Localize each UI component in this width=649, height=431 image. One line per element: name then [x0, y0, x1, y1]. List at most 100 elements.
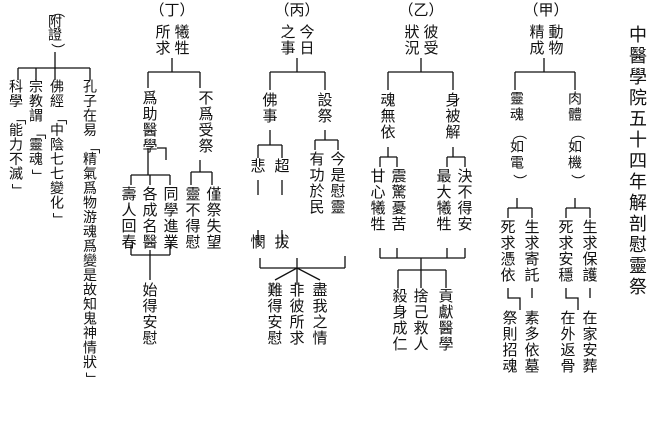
- svg-text:憑: 憑: [500, 250, 515, 268]
- svg-text:孔: 孔: [83, 80, 97, 96]
- svg-text:七: 七: [50, 167, 64, 183]
- svg-text:甘: 甘: [370, 167, 385, 185]
- svg-text:教: 教: [29, 94, 43, 110]
- svg-text:人: 人: [121, 201, 136, 219]
- svg-text:剖: 剖: [629, 214, 647, 235]
- node-jia-soul: 靈魂（如電）: [510, 92, 526, 188]
- branch-heading-yi-2: 狀況: [404, 23, 419, 57]
- svg-text:爲: 爲: [83, 239, 97, 255]
- svg-text:）: ）: [48, 43, 64, 57]
- svg-text:慰: 慰: [142, 329, 157, 347]
- svg-text:我: 我: [312, 297, 327, 315]
- svg-text:學: 學: [142, 137, 157, 155]
- svg-text:求: 求: [582, 234, 597, 252]
- svg-text:四: 四: [629, 151, 647, 172]
- svg-text:外: 外: [560, 325, 575, 343]
- svg-text:游: 游: [83, 210, 97, 226]
- svg-text:謂: 謂: [29, 109, 43, 125]
- svg-text:七: 七: [50, 152, 64, 168]
- svg-text:今: 今: [299, 23, 314, 41]
- svg-text:苦: 苦: [391, 215, 406, 233]
- svg-text:慰: 慰: [330, 182, 345, 200]
- svg-text:牲: 牲: [370, 215, 385, 233]
- svg-text:春: 春: [121, 233, 136, 251]
- node-yi-soul: 魂無依: [380, 91, 395, 141]
- svg-text:得: 得: [142, 297, 157, 315]
- svg-text:最: 最: [436, 167, 451, 185]
- svg-text:護: 護: [582, 266, 597, 284]
- svg-text:牲: 牲: [174, 39, 189, 57]
- svg-text:犧: 犧: [436, 199, 451, 217]
- svg-text:大: 大: [436, 183, 451, 201]
- svg-text:（: （: [568, 126, 584, 140]
- svg-text:事: 事: [262, 107, 277, 125]
- svg-text:非: 非: [289, 281, 304, 299]
- branch-label-fu: （附證）: [48, 4, 64, 57]
- svg-text:電: 電: [510, 156, 524, 172]
- branch-heading-ding-2: 所求: [155, 23, 170, 57]
- svg-text:貢: 貢: [438, 287, 453, 305]
- svg-text:死: 死: [558, 218, 573, 236]
- svg-text:獻: 獻: [438, 303, 453, 321]
- svg-text:魂: 魂: [29, 152, 43, 168]
- svg-text:力: 力: [9, 138, 23, 154]
- svg-text:寄: 寄: [524, 250, 539, 268]
- svg-text:醫: 醫: [142, 121, 157, 139]
- svg-text:佛: 佛: [262, 91, 277, 109]
- svg-text:子: 子: [83, 94, 97, 110]
- branch-label-jia: （甲）: [523, 1, 568, 19]
- svg-text:魂: 魂: [380, 91, 395, 109]
- svg-text:盡: 盡: [312, 281, 327, 299]
- svg-text:是: 是: [330, 166, 345, 184]
- svg-text:身: 身: [392, 303, 407, 321]
- svg-text:多: 多: [524, 325, 539, 343]
- svg-text:體: 體: [568, 108, 582, 124]
- svg-text:同: 同: [163, 185, 178, 203]
- svg-text:」: 」: [29, 169, 45, 183]
- svg-text:故: 故: [83, 283, 97, 299]
- svg-text:仁: 仁: [392, 335, 407, 353]
- svg-text:靈: 靈: [29, 138, 43, 154]
- svg-text:受: 受: [198, 121, 213, 139]
- svg-text:各: 各: [142, 185, 157, 203]
- svg-text:變: 變: [50, 181, 64, 197]
- svg-text:機: 機: [568, 156, 582, 172]
- svg-text:經: 經: [50, 94, 64, 110]
- svg-text:年: 年: [629, 172, 647, 193]
- svg-text:依: 依: [380, 123, 395, 141]
- svg-text:不: 不: [457, 183, 472, 201]
- svg-text:之: 之: [312, 313, 327, 331]
- svg-text:」: 」: [50, 213, 66, 227]
- svg-text:始: 始: [142, 281, 157, 299]
- svg-text:宗: 宗: [29, 80, 43, 96]
- svg-text:依: 依: [524, 341, 539, 359]
- svg-text:物: 物: [83, 196, 97, 212]
- svg-text:之: 之: [280, 23, 295, 41]
- svg-text:驚: 驚: [391, 183, 406, 201]
- svg-text:人: 人: [413, 335, 428, 353]
- svg-text:業: 業: [163, 233, 178, 251]
- svg-text:求: 求: [500, 234, 515, 252]
- svg-text:醫: 醫: [142, 233, 157, 251]
- svg-text:在: 在: [560, 309, 575, 327]
- svg-text:安: 安: [582, 341, 597, 359]
- svg-text:（: （: [510, 126, 526, 140]
- svg-text:慰: 慰: [267, 329, 282, 347]
- svg-text:中: 中: [50, 123, 64, 139]
